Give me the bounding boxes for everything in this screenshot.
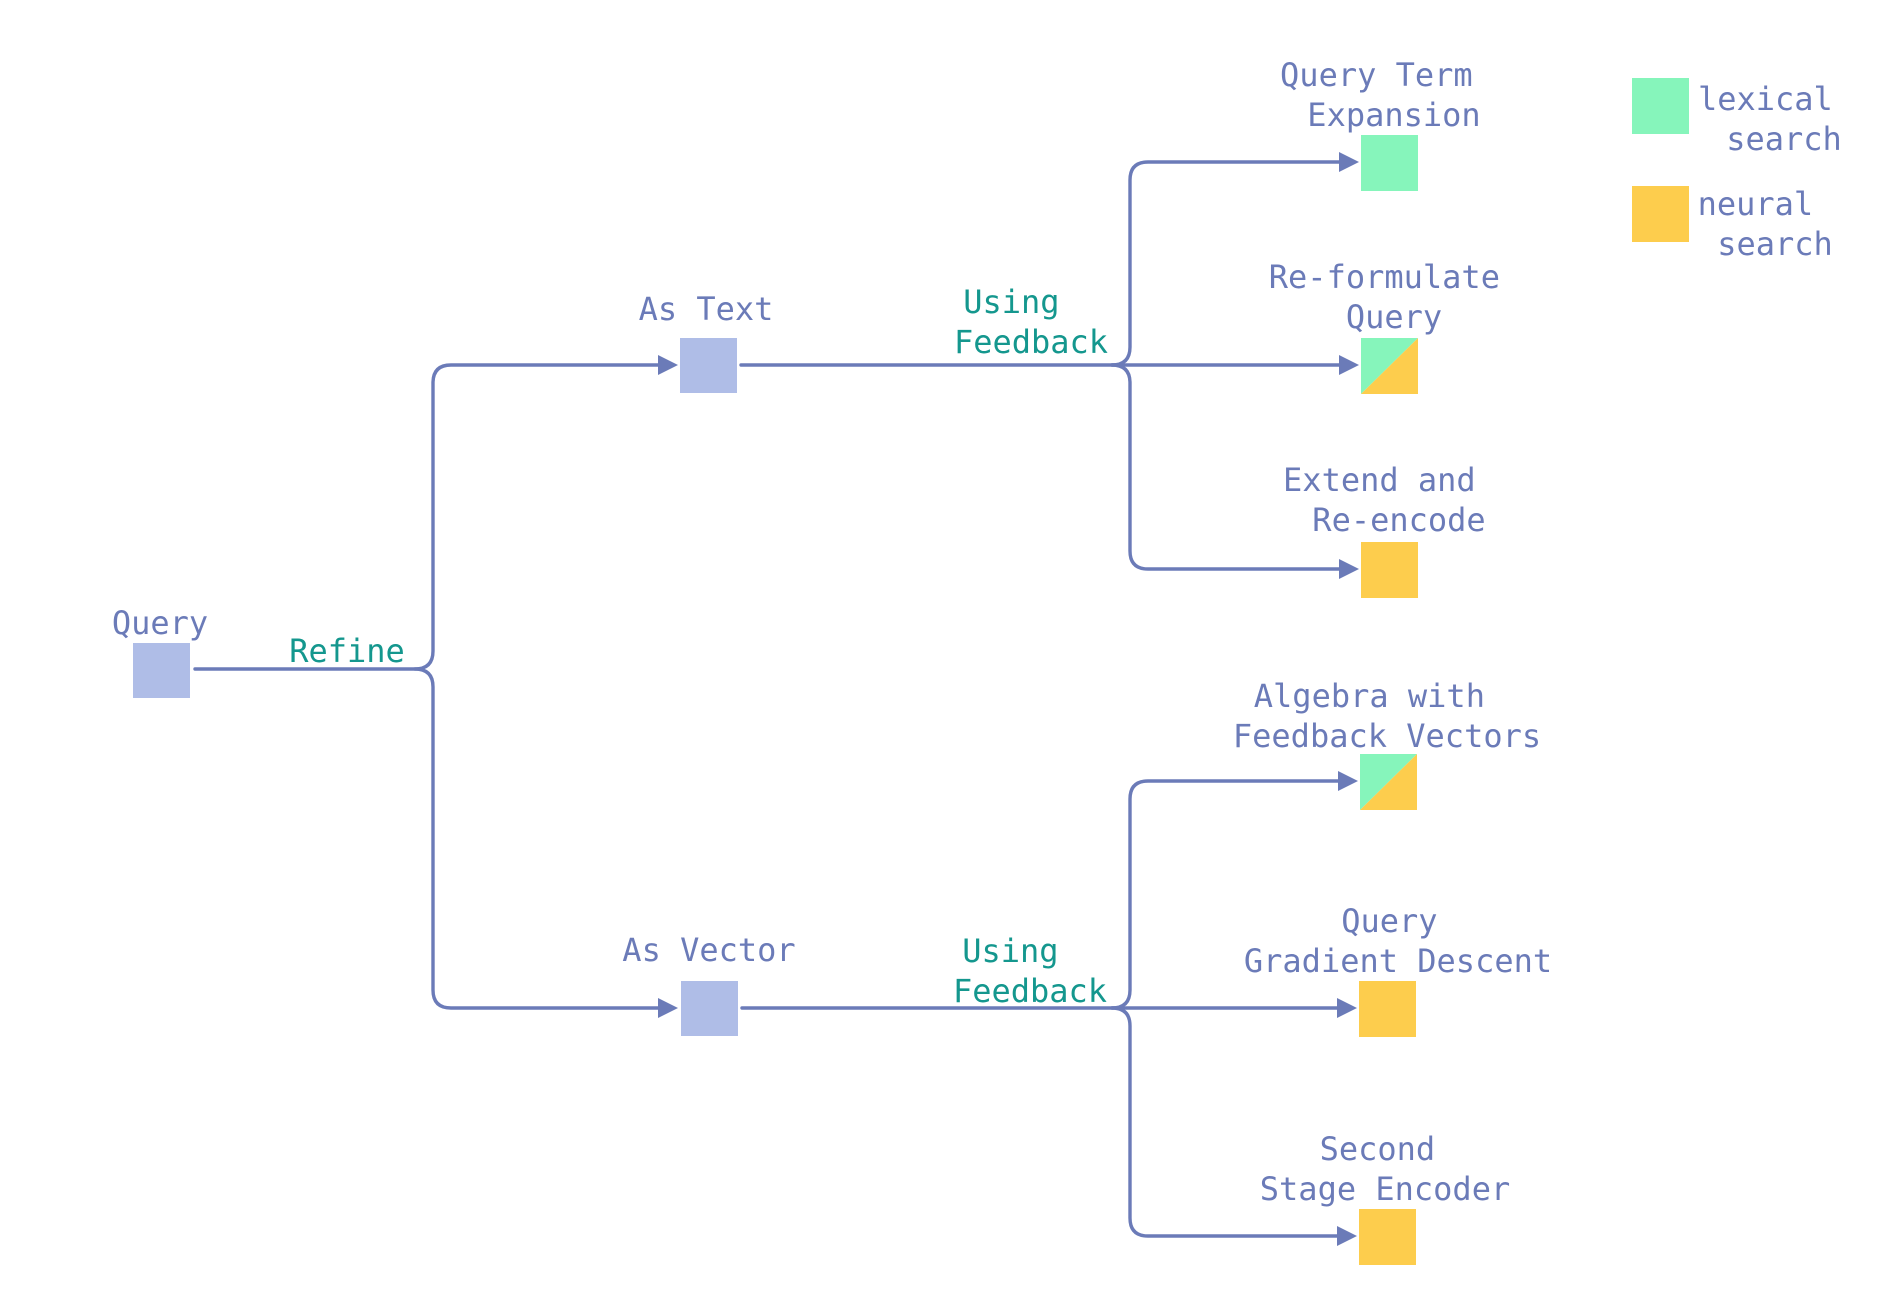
edge-label-refine: Refine xyxy=(289,632,405,670)
legend-label-lexical-line-1: lexical xyxy=(1698,80,1833,118)
node-second-stage-encoder xyxy=(1359,1209,1416,1265)
legend-swatch-lexical xyxy=(1632,78,1689,134)
arrowhead-second-stage-encoder xyxy=(1337,1226,1357,1246)
edge-label-vector-feedback-line-1: Using xyxy=(962,932,1058,970)
node-query-gradient-descent-label: Query Gradient Descent xyxy=(1244,902,1552,980)
edge-label-refine-line: Refine xyxy=(289,632,405,670)
node-query-term-expansion-label-line-2: Expansion xyxy=(1307,96,1480,134)
node-query-term-expansion-label: Query Term Expansion xyxy=(1280,56,1492,134)
edge-labels: Refine Using Feedback Using Feedback xyxy=(289,283,1108,1010)
node-extend-reencode xyxy=(1361,542,1418,598)
node-extend-reencode-label-line-2: Re-encode xyxy=(1312,501,1485,539)
arrowhead-query-term-expansion xyxy=(1339,152,1359,172)
edge-to-second-stage-encoder xyxy=(1110,1006,1349,1238)
node-as-text-label: As Text xyxy=(639,290,774,328)
node-extend-reencode-label: Extend and Re-encode xyxy=(1283,461,1495,539)
node-algebra-feedback-label-line-2: Feedback Vectors xyxy=(1233,717,1541,755)
node-second-stage-encoder-label-line-2: Stage Encoder xyxy=(1260,1170,1510,1208)
node-query-term-expansion-label-line-1: Query Term xyxy=(1280,56,1473,94)
edge-label-text-feedback-line-2: Feedback xyxy=(954,323,1108,361)
node-second-stage-encoder-label: Second Stage Encoder xyxy=(1260,1130,1510,1208)
node-query xyxy=(133,643,190,698)
arrowhead-reformulate-query xyxy=(1339,355,1359,375)
arrowheads xyxy=(658,152,1359,1246)
node-reformulate-query-label-line-1: Re-formulate xyxy=(1269,258,1500,296)
node-reformulate-query-neural-half xyxy=(1361,338,1418,394)
node-algebra-feedback-label-line-1: Algebra with xyxy=(1254,677,1485,715)
node-as-text-label-line: As Text xyxy=(639,290,774,328)
edges xyxy=(193,160,1349,1238)
edge-label-text-feedback-line-1: Using xyxy=(963,283,1059,321)
node-query-gradient-descent-label-line-2: Gradient Descent xyxy=(1244,942,1552,980)
edge-query-refine xyxy=(193,363,664,671)
legend-label-neural-line-1: neural xyxy=(1698,185,1814,223)
arrowhead-algebra-feedback xyxy=(1338,771,1358,791)
edge-label-text-feedback: Using Feedback xyxy=(954,283,1108,361)
edge-refine-as-vector xyxy=(413,667,664,1010)
edge-to-algebra-feedback xyxy=(1110,779,1349,1010)
node-query-label: Query xyxy=(112,604,208,642)
node-extend-reencode-label-line-1: Extend and xyxy=(1283,461,1476,499)
legend-swatch-neural xyxy=(1632,186,1689,242)
legend-label-neural: neural search xyxy=(1698,185,1833,263)
node-query-label-line: Query xyxy=(112,604,208,642)
arrowhead-extend-reencode xyxy=(1339,559,1359,579)
node-as-vector-label-line: As Vector xyxy=(622,931,795,969)
node-reformulate-query-label: Re-formulate Query xyxy=(1269,258,1519,336)
node-algebra-feedback-label: Algebra with Feedback Vectors xyxy=(1233,677,1541,755)
arrowhead-as-vector xyxy=(658,998,678,1018)
edge-to-extend-reencode xyxy=(1110,363,1349,571)
node-as-text xyxy=(680,338,737,393)
arrowhead-query-gradient-descent xyxy=(1337,998,1357,1018)
node-query-gradient-descent-label-line-1: Query xyxy=(1341,902,1437,940)
legend-label-lexical: lexical search xyxy=(1698,80,1852,158)
legend-label-neural-line-2: search xyxy=(1717,225,1833,263)
node-algebra-feedback-neural-half xyxy=(1360,754,1417,810)
arrowhead-as-text xyxy=(658,355,678,375)
node-query-term-expansion xyxy=(1361,135,1418,191)
node-second-stage-encoder-label-line-1: Second xyxy=(1320,1130,1436,1168)
nodes: Query As Text As Vector Query Term Expan… xyxy=(112,56,1552,1265)
legend-label-lexical-line-2: search xyxy=(1726,120,1842,158)
edge-to-query-term-expansion xyxy=(1110,160,1349,367)
node-reformulate-query-label-line-2: Query xyxy=(1346,298,1442,336)
edge-label-vector-feedback: Using Feedback xyxy=(953,932,1107,1010)
node-as-vector xyxy=(681,981,738,1036)
node-query-gradient-descent xyxy=(1359,981,1416,1037)
legend: lexical search neural search xyxy=(1632,78,1852,263)
node-as-vector-label: As Vector xyxy=(622,931,795,969)
edge-label-vector-feedback-line-2: Feedback xyxy=(953,972,1107,1010)
